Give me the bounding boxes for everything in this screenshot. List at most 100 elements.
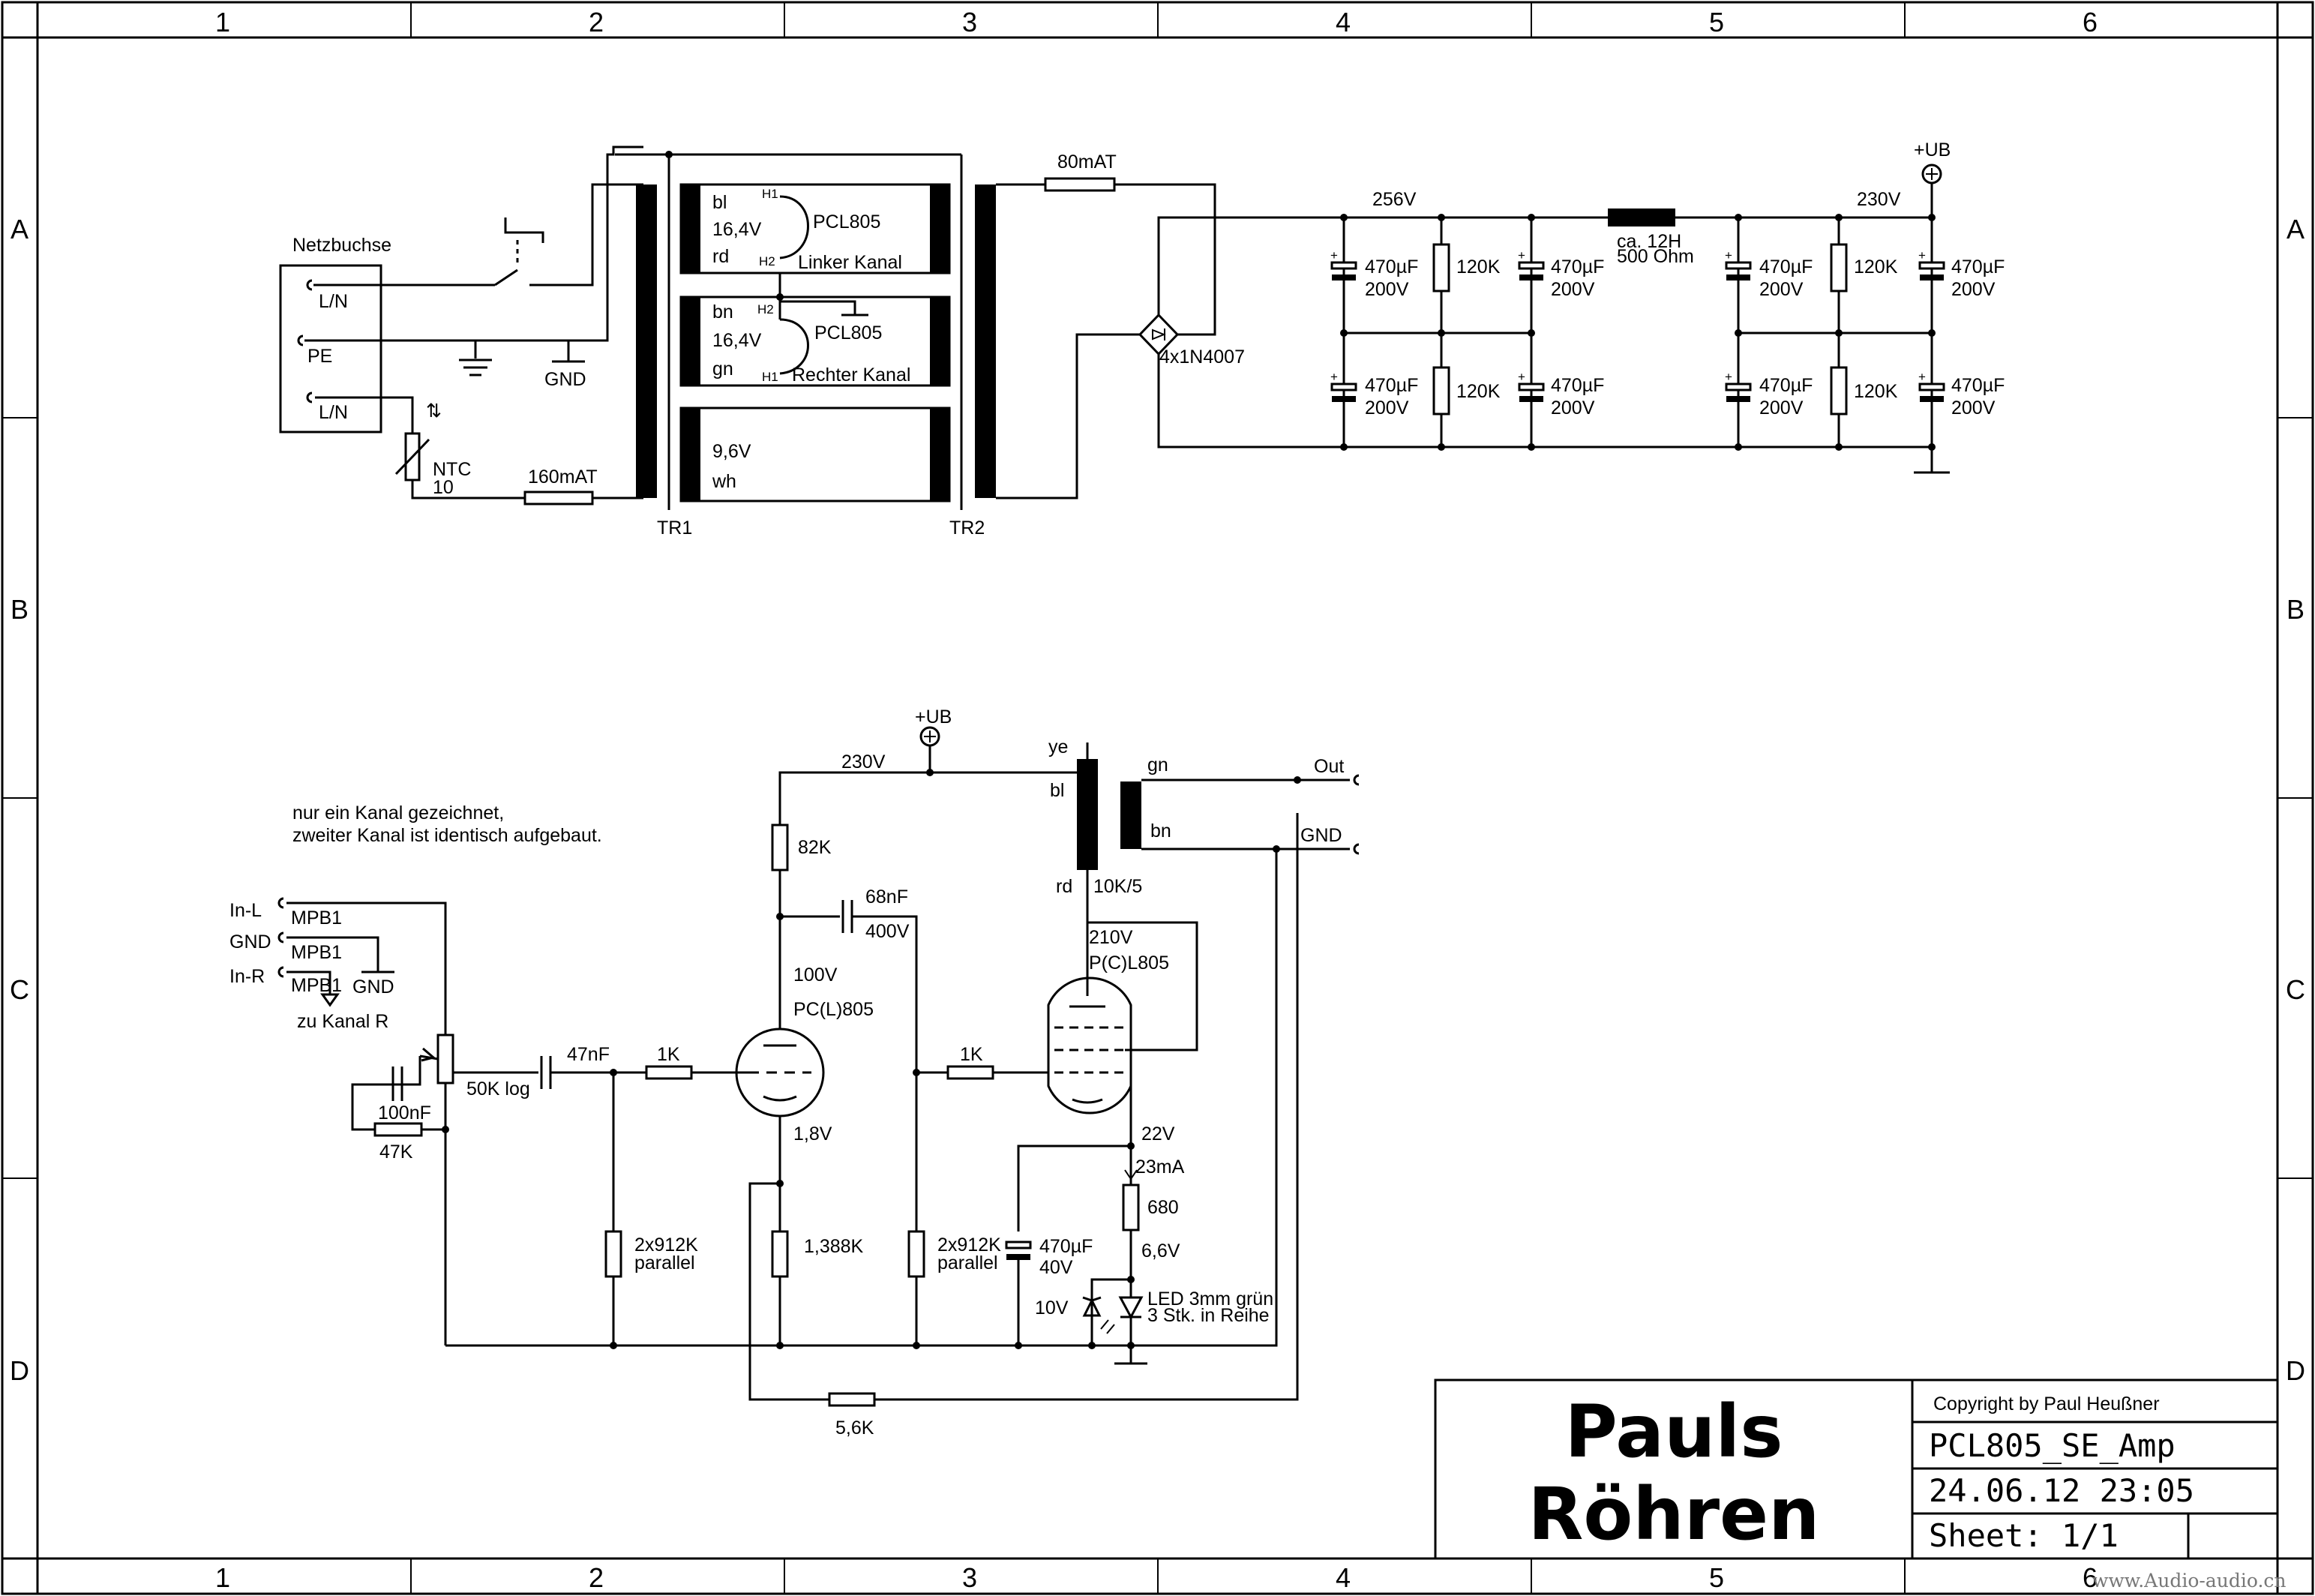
input-mpb-1: MPB1 xyxy=(291,908,342,928)
volume-pot[interactable]: 50K log xyxy=(419,1034,530,1100)
project-name: PCL805_SE_Amp xyxy=(1929,1427,2176,1464)
ot-ye: ye xyxy=(1048,736,1068,758)
resistor-47k: 47K xyxy=(373,1122,423,1162)
copyright: Copyright by Paul Heußner xyxy=(1933,1394,2160,1414)
triode-label: PC(L)805 xyxy=(793,999,874,1020)
cap-voltage: 200V xyxy=(1951,279,1996,300)
note-line2: zweiter Kanal ist identisch aufgebaut. xyxy=(292,825,602,846)
ntc-value: 10 xyxy=(433,477,454,498)
cap-plus: + xyxy=(1918,248,1926,262)
res-912k-note: parallel xyxy=(634,1252,695,1274)
tr1-w1-color1: bl xyxy=(712,192,727,213)
logo-line2: Röhren xyxy=(1528,1472,1819,1556)
v210-label: 210V xyxy=(1089,927,1133,948)
grid-resistor-1k: 1K xyxy=(645,1044,693,1080)
resistor-1388k: 1,388K xyxy=(771,1230,864,1278)
led-label-2: 3 Stk. in Reihe xyxy=(1147,1305,1270,1326)
voltage-230v-psu: 230V xyxy=(1857,189,1901,210)
zener-diode: 10V xyxy=(1035,1296,1102,1318)
choke-inductance: ca. 12H xyxy=(1617,231,1681,252)
tr1-w2-channel: Rechter Kanal xyxy=(792,364,910,386)
input-mpb-2: MPB1 xyxy=(291,942,342,963)
row-label-left: A xyxy=(10,214,28,244)
cap-470uf-voltage: 40V xyxy=(1039,1257,1073,1278)
fuse-secondary-label: 80mAT xyxy=(1057,152,1117,172)
tr1-w1-voltage: 16,4V xyxy=(712,219,762,240)
cap-plus: + xyxy=(1725,370,1732,384)
ub-label-amp: +UB xyxy=(915,706,952,728)
cap-value: 470µF xyxy=(1365,375,1418,396)
cap-voltage: 200V xyxy=(1365,398,1409,418)
cap-68nf-value: 68nF xyxy=(865,886,908,908)
col-label-top: 2 xyxy=(589,7,604,38)
col-label-top: 3 xyxy=(962,7,977,38)
power-supply: Netzbuchse L/N PE L/N xyxy=(279,140,2005,538)
ot-bn: bn xyxy=(1150,820,1171,842)
col-label-bottom: 1 xyxy=(215,1562,230,1593)
col-label-top: 5 xyxy=(1709,7,1724,38)
cap-voltage: 200V xyxy=(1551,398,1595,418)
cap-plus: + xyxy=(1330,248,1338,262)
zener-label: 10V xyxy=(1035,1298,1069,1318)
tr1-w2-color1: bn xyxy=(712,302,733,322)
resistor-5k6-label: 5,6K xyxy=(835,1418,874,1438)
mains-switch[interactable] xyxy=(494,218,544,286)
col-label-bottom: 4 xyxy=(1336,1562,1351,1593)
led-string: LED 3mm grün 3 Stk. in Reihe xyxy=(1100,1288,1273,1334)
res-value: 120K xyxy=(1854,256,1898,278)
cap-value: 470µF xyxy=(1759,256,1813,278)
ntc-symbol: ⇅ xyxy=(426,400,442,422)
tr1-w2-h1: H1 xyxy=(762,370,778,384)
res-912k-value: 2x912K xyxy=(634,1234,698,1256)
res-912k-2-note: parallel xyxy=(937,1252,998,1274)
res-value: 120K xyxy=(1854,381,1898,402)
cap-100nf: 100nF xyxy=(352,1066,431,1124)
col-label-bottom: 2 xyxy=(589,1562,604,1593)
cap-68nf: 68nF 400V xyxy=(841,886,910,942)
bridge-rectifier: 4x1N4007 xyxy=(1138,313,1245,368)
resistor-5k6: 5,6K xyxy=(828,1392,876,1438)
ntc-name: NTC xyxy=(433,459,471,480)
project-date: 24.06.12 23:05 xyxy=(1929,1472,2194,1509)
mains-pin-ln1: L/N xyxy=(319,291,348,312)
input-mpb-3: MPB1 xyxy=(291,975,342,996)
gnd-label: GND xyxy=(544,369,586,390)
input-in-l: In-L xyxy=(229,900,262,921)
earth-icon xyxy=(459,358,492,376)
tr1-w1-color2: rd xyxy=(712,246,729,267)
row-label-left: C xyxy=(10,974,29,1005)
input-in-r: In-R xyxy=(229,966,265,987)
tr1-w1-h1: H1 xyxy=(762,187,778,201)
transformer-tr2: TR2 xyxy=(949,154,1140,538)
tr1-w2-voltage: 16,4V xyxy=(712,330,762,351)
i23-label: 23mA xyxy=(1135,1156,1185,1178)
fuse-primary: 160mAT xyxy=(523,466,598,506)
choke: ca. 12H 500 Ohm xyxy=(1608,208,1694,267)
row-label-right: C xyxy=(2286,974,2305,1005)
col-label-bottom: 5 xyxy=(1709,1562,1724,1593)
pot-label: 50K log xyxy=(466,1078,530,1100)
cap-value: 470µF xyxy=(1951,375,2005,396)
input-to-r: zu Kanal R xyxy=(297,1011,388,1032)
tr1-w1-channel: Linker Kanal xyxy=(798,252,902,273)
cap-47nf-label: 47nF xyxy=(567,1044,610,1065)
col-label-top: 1 xyxy=(215,7,230,38)
mains-pin-pe: PE xyxy=(307,346,332,367)
cap-value: 470µF xyxy=(1951,256,2005,278)
title-block: Pauls Röhren Copyright by Paul Heußner P… xyxy=(1434,1378,2279,1560)
output-transformer: ye bl rd gn bn 10K/5 xyxy=(1048,736,1171,897)
ub-terminal-amp: +UB xyxy=(915,706,952,747)
tr1-label: TR1 xyxy=(657,518,692,538)
grid-resistor-1k-label: 1K xyxy=(657,1044,680,1065)
col-label-bottom: 3 xyxy=(962,1562,977,1593)
v22-label: 22V xyxy=(1141,1124,1175,1144)
ntc-resistor: NTC 10 ⇅ xyxy=(394,400,471,498)
tr1-w3-color: wh xyxy=(712,471,736,492)
voltage-256v: 256V xyxy=(1372,189,1417,210)
cap-voltage: 200V xyxy=(1365,279,1409,300)
pentode-label: P(C)L805 xyxy=(1089,952,1169,974)
logo-line1: Pauls xyxy=(1565,1390,1783,1474)
filter-bank: + 470µF 200V + 470µF 200V 120K 120K + 47… xyxy=(1330,214,2005,451)
mains-socket-title: Netzbuchse xyxy=(292,235,391,256)
cap-plus: + xyxy=(1518,248,1525,262)
